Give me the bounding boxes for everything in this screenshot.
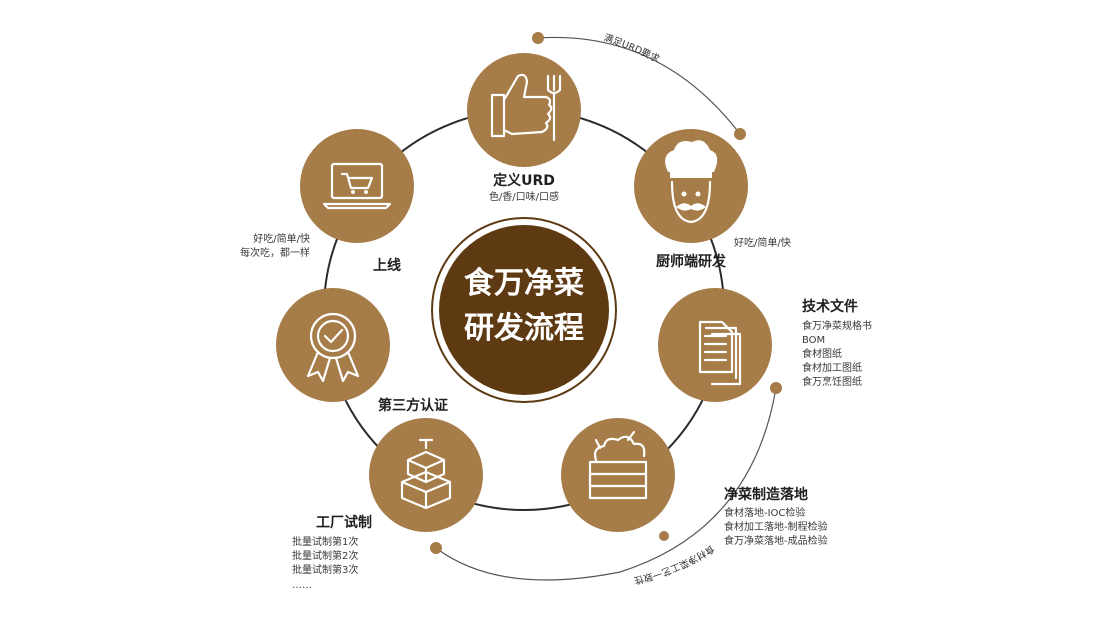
factory-title: 工厂试制: [316, 514, 372, 531]
factory-detail-4: ……: [292, 580, 312, 591]
chef-title: 厨师端研发: [656, 253, 727, 270]
top-outer-arc: [537, 36, 741, 135]
step-chef: 厨师端研发 好吃/简单/快: [634, 129, 791, 270]
bottom-arc-end-dot: [430, 542, 442, 554]
top-arc-label: 满足URD要求: [602, 32, 662, 65]
step-cert: 第三方认证: [276, 288, 448, 414]
bottom-arc-label: 食材净菜工艺一致性: [632, 543, 716, 587]
vegetable-crate-icon: [588, 430, 648, 500]
produce-detail-1: 食材落地-IOC检验: [724, 506, 805, 519]
launch-note-2: 每次吃，都一样: [240, 246, 310, 259]
produce-detail-2: 食材加工落地-制程检验: [724, 520, 828, 533]
tech-title: 技术文件: [802, 298, 858, 315]
bottom-arc-start-dot: [770, 382, 782, 394]
thumbs-up-fork-icon: [490, 73, 562, 142]
chef-note: 好吃/简单/快: [734, 236, 791, 249]
top-arc-end-dot: [734, 128, 746, 140]
urd-detail: 色/香/口味/口感: [489, 190, 559, 203]
step-produce: 净菜制造落地 食材落地-IOC检验 食材加工落地-制程检验 食万净菜落地-成品检…: [561, 418, 828, 547]
factory-detail-3: 批量试制第3次: [292, 563, 358, 576]
tech-detail-1: 食万净菜规格书: [802, 319, 872, 332]
chef-node: [634, 129, 748, 243]
urd-node: [467, 53, 581, 167]
urd-title: 定义URD: [493, 172, 555, 189]
center-title-line1: 食万净菜: [464, 266, 584, 301]
tech-detail-4: 食材加工图纸: [802, 361, 862, 374]
tech-detail-2: BOM: [802, 335, 825, 346]
center-disc: [439, 225, 609, 395]
online-shopping-laptop-icon: [322, 162, 392, 210]
launch-title: 上线: [373, 257, 401, 274]
boxes-icon: [400, 438, 452, 510]
documents-icon: [698, 320, 742, 386]
top-arc-start-dot: [532, 32, 544, 44]
center-title-line2: 研发流程: [464, 311, 584, 346]
step-factory: 工厂试制 批量试制第1次 批量试制第2次 批量试制第3次 ……: [292, 418, 483, 591]
step-tech: 技术文件 食万净菜规格书 BOM 食材图纸 食材加工图纸 食万烹饪图纸: [658, 288, 872, 402]
bottom-arc-mid-dot: [659, 531, 669, 541]
tech-detail-5: 食万烹饪图纸: [802, 375, 862, 388]
chef-icon: [665, 140, 718, 224]
cert-title: 第三方认证: [378, 397, 448, 414]
launch-note-1: 好吃/简单/快: [253, 232, 310, 245]
produce-title: 净菜制造落地: [724, 486, 808, 503]
certificate-badge-icon: [306, 312, 360, 383]
tech-detail-3: 食材图纸: [802, 347, 842, 360]
bottom-outer-arc: [435, 387, 777, 581]
factory-detail-2: 批量试制第2次: [292, 549, 358, 562]
step-launch: 上线 好吃/简单/快 每次吃，都一样: [240, 129, 414, 274]
factory-detail-1: 批量试制第1次: [292, 535, 358, 548]
cert-node: [276, 288, 390, 402]
launch-node: [300, 129, 414, 243]
step-urd: 定义URD 色/香/口味/口感: [467, 53, 581, 203]
produce-detail-3: 食万净菜落地-成品检验: [724, 534, 828, 547]
